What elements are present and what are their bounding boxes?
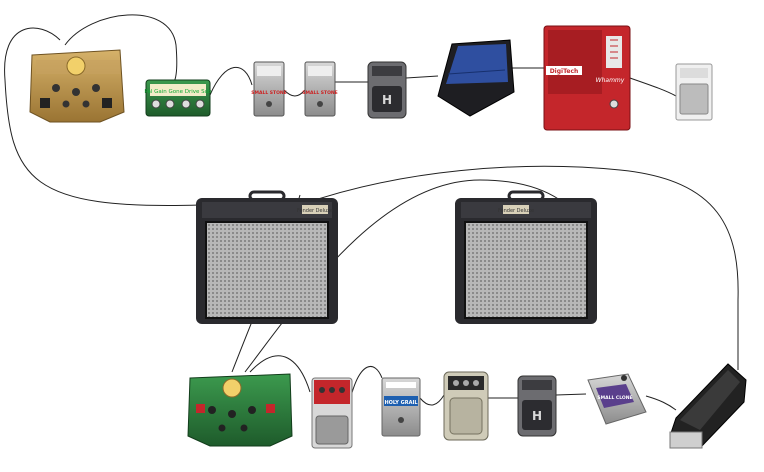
- cable-red-to-grail: [349, 366, 383, 401]
- amp-badge-text: Fender Deluxe: [498, 208, 534, 214]
- cable-grail-to-cream: [419, 394, 445, 406]
- amp-badge: [302, 205, 328, 214]
- green-preamp: [187, 373, 293, 447]
- purple-small-clone: SMALL CLONE: [587, 373, 647, 425]
- gray-h-pedal-2: H: [517, 375, 557, 437]
- amp-badge: [503, 205, 529, 214]
- blue-volume: [437, 39, 515, 117]
- whammy: DigiTech Whammy: [543, 25, 631, 131]
- amp-right: Fender Deluxe: [455, 190, 597, 324]
- stone-label: SMALL STONE: [302, 90, 337, 96]
- cable-h-to-vol: [405, 75, 439, 79]
- gray-h-pedal: H: [367, 61, 407, 119]
- amp-badge-text: Fender Deluxe: [297, 208, 333, 214]
- cable-preamp-to-od: [64, 14, 178, 83]
- holy-grail: HOLY GRAIL: [381, 377, 421, 437]
- cable-preamp-to-red: [249, 355, 311, 393]
- whammy-brand: DigiTech: [550, 68, 579, 75]
- cable-clone-to-wah: [645, 395, 677, 411]
- gold-preamp: [29, 49, 125, 123]
- white-pedal: [675, 63, 713, 121]
- wah: [669, 363, 747, 449]
- whammy-label: Whammy: [596, 77, 625, 84]
- cable-od-to-stone: [209, 67, 253, 96]
- amp-left: Fender Deluxe: [196, 190, 338, 324]
- small-stone-2: SMALL STONE: [302, 61, 338, 117]
- red-pedal: [311, 377, 353, 449]
- cable-h-to-clone: [555, 393, 587, 396]
- grail-label: HOLY GRAIL: [384, 400, 418, 406]
- h-logo-icon: H: [382, 93, 392, 107]
- cable-whammy-to-boss: [629, 77, 677, 97]
- cable-stone-to-stone: [283, 89, 306, 97]
- h-logo-icon: H: [532, 409, 542, 423]
- od-label: Pal Gain Gone Drive Sub: [144, 89, 212, 95]
- clone-label: SMALL CLONE: [597, 395, 632, 401]
- cream-pedal: [443, 371, 489, 441]
- small-stone-1: SMALL STONE: [251, 61, 287, 117]
- green-overdrive: Pal Gain Gone Drive Sub: [144, 79, 212, 117]
- stone-label: SMALL STONE: [251, 90, 286, 96]
